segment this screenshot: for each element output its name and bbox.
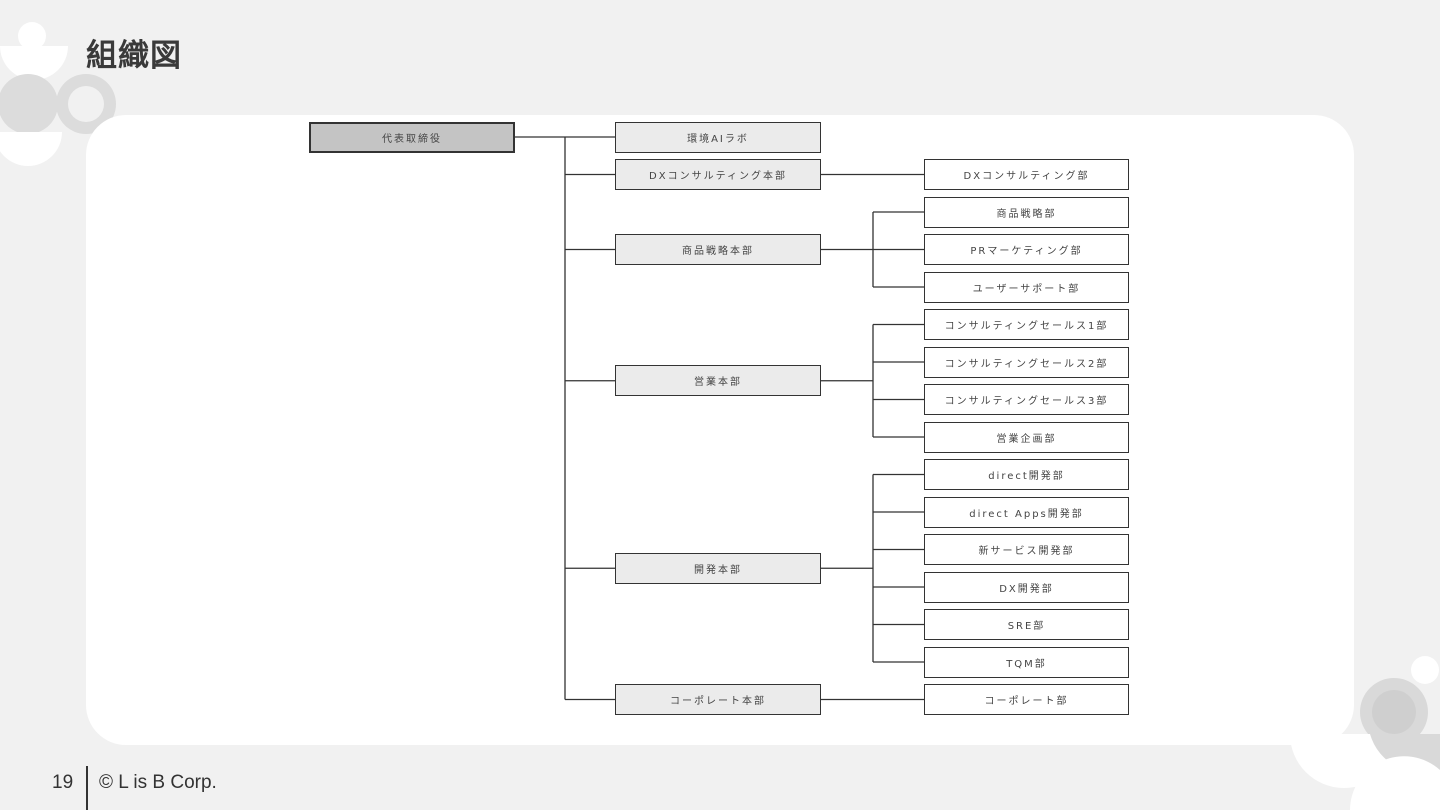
org-node-division: 開発本部 [615, 552, 821, 584]
org-node-division: DXコンサルティング本部 [615, 159, 821, 190]
org-node-department: 商品戦略部 [924, 196, 1129, 228]
org-node-department: direct開発部 [924, 459, 1129, 490]
org-node-department: direct Apps開発部 [924, 496, 1129, 528]
copyright-text: © L is B Corp. [99, 772, 217, 793]
decorative-shapes-top-left [0, 22, 116, 166]
org-chart-panel: 代表取締役 環境AIラボ DXコンサルティング部 DXコンサルティング本部商品戦略部 P… [86, 115, 1354, 745]
org-node-department: DX開発部 [924, 571, 1129, 603]
org-node-department: SRE部 [924, 609, 1129, 640]
org-node-department: DXコンサルティング部 [924, 159, 1129, 190]
footer-divider [86, 766, 88, 810]
org-node-department: 新サービス開発部 [924, 534, 1129, 565]
org-chart-connectors [515, 136, 924, 701]
org-node-division: 環境AIラボ [615, 121, 821, 153]
decorative-shapes-bottom-right [1290, 656, 1440, 810]
org-node-root: 代表取締役 [309, 121, 515, 153]
org-node-department: コーポレート部 [924, 684, 1129, 715]
org-node-department: コンサルティングセールス1部 [924, 309, 1129, 340]
slide-title: 組織図 [86, 38, 182, 74]
org-node-division: 営業本部 [615, 365, 821, 397]
org-node-division: コーポレート本部 [615, 684, 821, 715]
org-node-department: PRマーケティング部 [924, 234, 1129, 265]
org-node-department: ユーザーサポート部 [924, 271, 1129, 303]
org-node-division: 商品戦略本部 [615, 234, 821, 265]
footer: 19 © L is B Corp. [0, 762, 400, 810]
org-node-department: コンサルティングセールス2部 [924, 346, 1129, 378]
org-node-department: 営業企画部 [924, 421, 1129, 453]
org-node-department: TQM部 [924, 646, 1129, 678]
org-node-department: コンサルティングセールス3部 [924, 384, 1129, 415]
page-number: 19 [52, 772, 74, 793]
